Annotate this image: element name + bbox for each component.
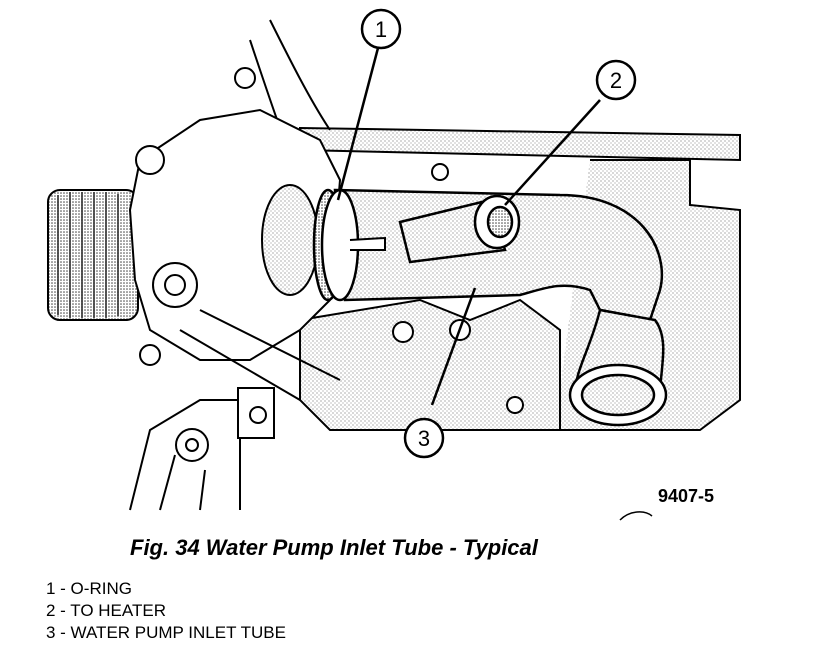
callout-3-number: 3 bbox=[418, 426, 430, 451]
pulley bbox=[47, 189, 139, 321]
inlet-tube bbox=[312, 188, 668, 427]
legend-item: 3 - WATER PUMP INLET TUBE bbox=[46, 623, 286, 642]
callout-2-number: 2 bbox=[610, 68, 622, 93]
leader-line-1 bbox=[336, 47, 380, 201]
callout-1: 1 bbox=[360, 8, 402, 50]
legend: 1 - O-RING 2 - TO HEATER 3 - WATER PUMP … bbox=[46, 578, 286, 644]
figure-id: 9407-5 bbox=[658, 486, 715, 506]
leader-line-3 bbox=[430, 287, 477, 406]
figure-caption: Fig. 34 Water Pump Inlet Tube - Typical bbox=[130, 535, 538, 560]
legend-item: 2 - TO HEATER bbox=[46, 601, 166, 620]
callout-3: 3 bbox=[403, 417, 445, 459]
callout-2: 2 bbox=[595, 59, 637, 101]
legend-item: 1 - O-RING bbox=[46, 579, 132, 598]
figure-id-mark bbox=[619, 511, 653, 521]
callout-1-number: 1 bbox=[375, 17, 387, 42]
fasteners bbox=[392, 163, 524, 414]
leader-lines bbox=[336, 47, 601, 406]
leader-line-2 bbox=[504, 99, 601, 206]
water-pump-housing bbox=[128, 67, 342, 401]
